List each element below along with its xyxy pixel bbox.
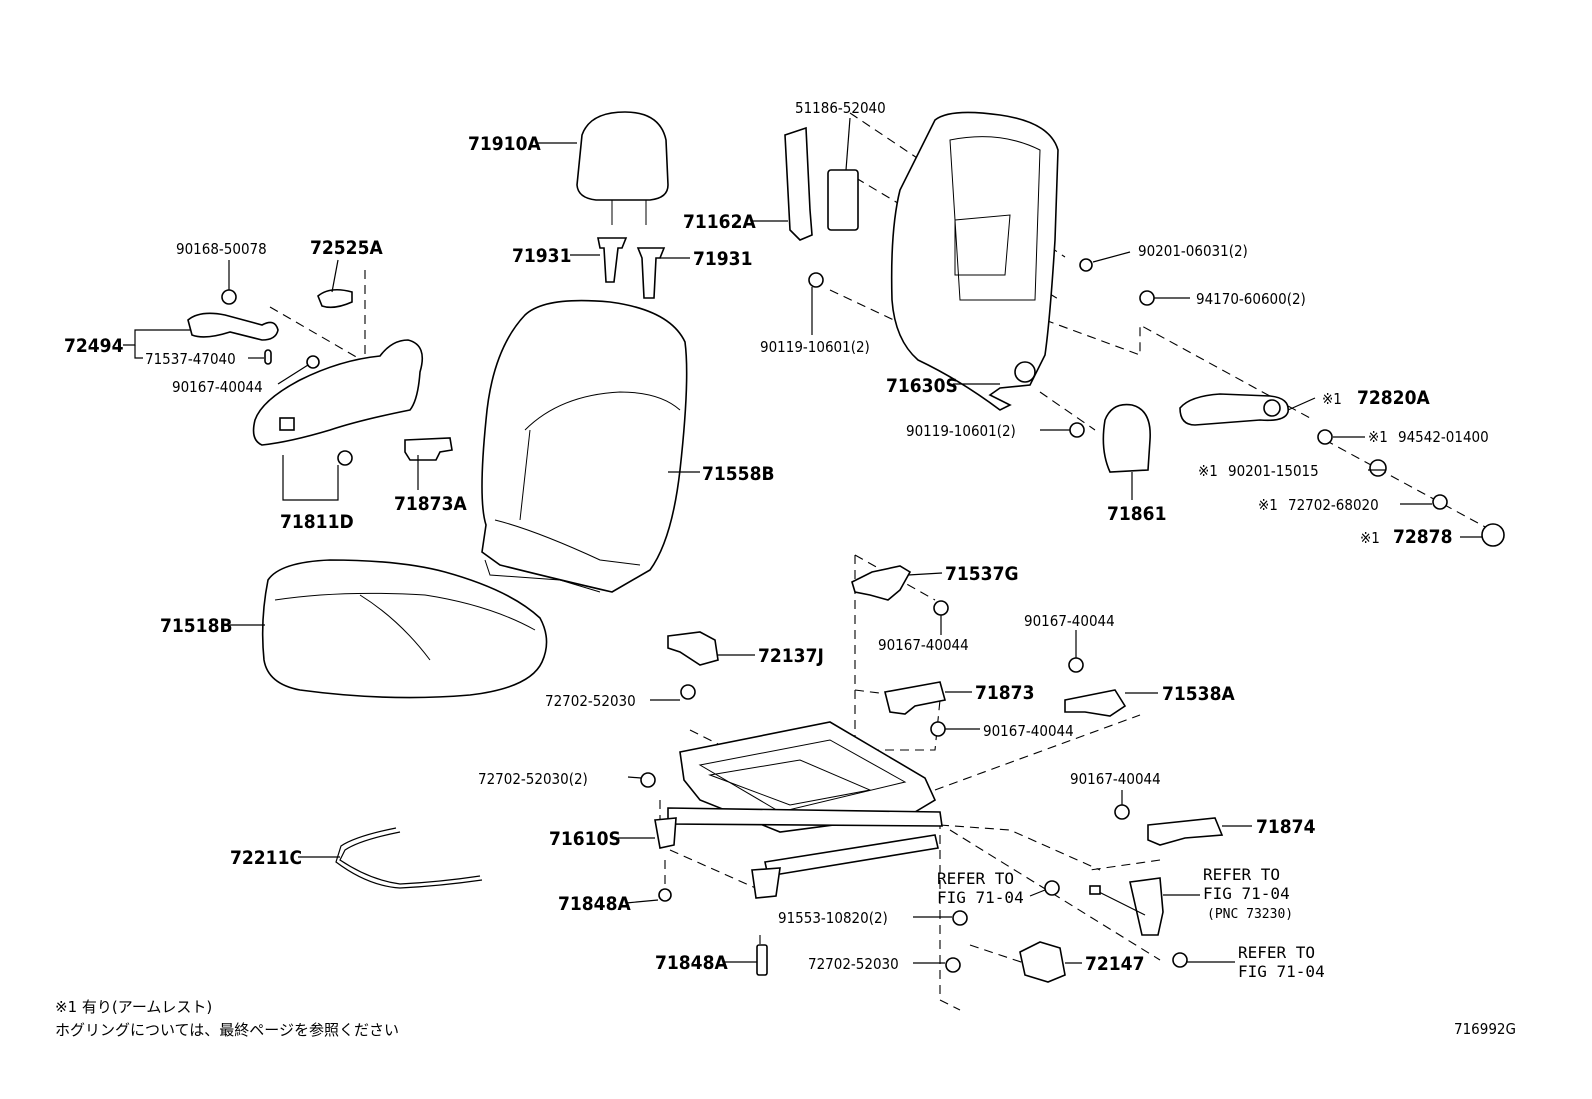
label-hook-bracket-screw: 90167-40044 xyxy=(878,636,969,654)
label-headrest-guide-right: 71931 xyxy=(693,248,752,270)
label-cushion-bracket-screw: 90167-40044 xyxy=(983,722,1074,740)
label-refer-left: REFER TO FIG 71-04 xyxy=(937,869,1024,907)
part-labels: 71910A 71931 71931 71558B 71518B 72494 7… xyxy=(64,99,1516,1038)
label-lumbar-bracket: 71162A xyxy=(683,211,756,233)
label-cushion-frame: 71610S xyxy=(549,828,621,850)
headrest-shape xyxy=(576,111,669,225)
spring-wire-shape xyxy=(335,827,483,889)
label-headrest-guide-left: 71931 xyxy=(512,245,571,267)
label-nut-upper: 94170-60600(2) xyxy=(1196,290,1306,308)
seatback-cover-shape xyxy=(481,299,688,593)
label-armrest-cap: 72878 xyxy=(1393,526,1452,548)
label-lumbar-pad: 51186-52040 xyxy=(795,99,886,117)
label-cushion-shield: 72137J xyxy=(758,645,824,667)
seatback-frame-shape xyxy=(890,111,1059,411)
mark-armrest-nut: ※1 xyxy=(1368,428,1388,446)
label-side-bracket-screw: 90167-40044 xyxy=(1070,770,1161,788)
label-armrest: 72820A xyxy=(1357,387,1430,409)
fastener-shapes xyxy=(221,258,1505,976)
label-seatback-frame: 71630S xyxy=(886,375,958,397)
assembly-lines xyxy=(269,112,1501,1011)
label-washer-upper: 90201-06031(2) xyxy=(1138,242,1248,260)
label-bracket-small: 71873A xyxy=(394,493,467,515)
refer-nut-line1: REFER TO xyxy=(1238,943,1315,962)
headrest-guide-shapes xyxy=(597,237,666,299)
leader-lines xyxy=(123,117,1482,964)
label-shield-screw: 90167-40044 xyxy=(172,378,263,396)
label-bolt-pair-lower: 91553-10820(2) xyxy=(778,909,888,927)
label-stud-upper: 71848A xyxy=(558,893,631,915)
label-shield-lower: 72147 xyxy=(1085,953,1144,975)
mark-armrest-bolt: ※1 xyxy=(1258,496,1278,514)
label-frame-bolt-upper: 90119-10601(2) xyxy=(760,338,870,356)
label-cushion-bracket: 71873 xyxy=(975,682,1034,704)
label-side-bracket: 71874 xyxy=(1256,816,1316,838)
label-armrest-washer: 90201-15015 xyxy=(1228,462,1319,480)
refer-left-line1: REFER TO xyxy=(937,869,1014,888)
label-refer-belt-pnc: (PNC 73230) xyxy=(1207,907,1293,922)
label-armrest-bolt: 72702-68020 xyxy=(1288,496,1379,514)
armrest-shape xyxy=(1179,393,1289,426)
label-cushion-cover: 71518B xyxy=(160,615,233,637)
label-shield-clip: 71537-47040 xyxy=(145,350,236,368)
label-spring-wire: 72211C xyxy=(230,847,302,869)
label-adjuster-bolt-top: 72702-52030 xyxy=(545,692,636,710)
refer-belt-line2: FIG 71-04 xyxy=(1203,884,1290,903)
bracket-shapes xyxy=(667,565,1224,983)
label-refer-nut: REFER TO FIG 71-04 xyxy=(1238,943,1325,981)
label-stud-lower: 71848A xyxy=(655,952,728,974)
label-right-bracket: 71538A xyxy=(1162,683,1235,705)
label-bolt-lower: 72702-52030 xyxy=(808,955,899,973)
mark-armrest-washer: ※1 xyxy=(1198,462,1218,480)
label-right-bracket-screw: 90167-40044 xyxy=(1024,612,1115,630)
refer-left-line2: FIG 71-04 xyxy=(937,888,1024,907)
mark-armrest: ※1 xyxy=(1322,390,1342,408)
label-recliner-cover: 71861 xyxy=(1107,503,1166,525)
label-hook-bracket: 71537G xyxy=(945,563,1019,585)
footnote-armrest: ※1 有り(アームレスト) xyxy=(55,998,213,1016)
label-seatback-cover: 71558B xyxy=(702,463,775,485)
label-knob: 72525A xyxy=(310,237,383,259)
label-frame-bolt-lower: 90119-10601(2) xyxy=(906,422,1016,440)
cushion-frame-shape xyxy=(654,721,943,899)
label-refer-belt: REFER TO FIG 71-04 xyxy=(1203,865,1290,903)
label-adjuster-bolt-pair: 72702-52030(2) xyxy=(478,770,588,788)
recliner-cover-shape xyxy=(1102,403,1151,473)
shield-shapes xyxy=(187,288,453,461)
label-shield-assy: 72494 xyxy=(64,335,124,357)
label-armrest-nut: 94542-01400 xyxy=(1398,428,1489,446)
buckle-shape xyxy=(1089,877,1164,936)
cushion-cover-shape xyxy=(261,559,548,699)
label-shield-screw-top: 90168-50078 xyxy=(176,240,267,258)
figure-number: 716992G xyxy=(1454,1020,1516,1038)
lumbar-shapes xyxy=(784,126,859,241)
label-shield-inner: 71811D xyxy=(280,511,354,533)
refer-nut-line2: FIG 71-04 xyxy=(1238,962,1325,981)
label-headrest: 71910A xyxy=(468,133,541,155)
mark-armrest-cap: ※1 xyxy=(1360,529,1380,547)
footnote-hog-ring: ホグリングについては、最終ページを参照ください xyxy=(55,1021,399,1039)
refer-belt-line1: REFER TO xyxy=(1203,865,1280,884)
